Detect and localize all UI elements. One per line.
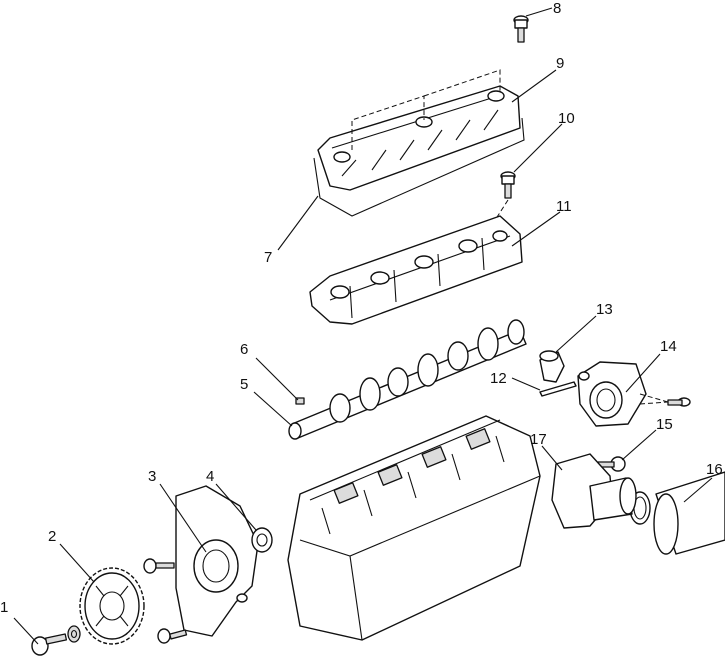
elbow-fitting xyxy=(539,350,565,383)
callout-13: 13 xyxy=(596,301,613,318)
sprocket-washer xyxy=(67,625,81,643)
distributor-housing xyxy=(577,361,647,427)
callout-4: 4 xyxy=(206,468,214,485)
coolant-outlet xyxy=(551,453,637,529)
callout-5: 5 xyxy=(240,376,248,393)
callout-7: 7 xyxy=(264,249,272,266)
callout-3: 3 xyxy=(148,468,156,485)
callout-8: 8 xyxy=(553,0,561,17)
valve-cover xyxy=(317,85,521,191)
sprocket-bolt xyxy=(31,633,68,656)
callout-11: 11 xyxy=(556,198,572,215)
callout-12: 12 xyxy=(490,370,507,387)
timing-belt-rear-cover xyxy=(175,485,259,637)
callout-14: 14 xyxy=(660,338,677,355)
housing-bolt xyxy=(667,397,691,407)
camshaft-sprocket xyxy=(79,567,145,645)
camshaft-oil-seal xyxy=(251,527,273,553)
woodruff-key xyxy=(295,397,305,405)
cover-bolt xyxy=(513,15,529,43)
dowel-pin xyxy=(539,381,577,397)
callout-10: 10 xyxy=(558,110,575,127)
callout-2: 2 xyxy=(48,528,56,545)
bearing-cap-bolt xyxy=(500,171,516,199)
callout-15: 15 xyxy=(656,416,673,433)
callout-6: 6 xyxy=(240,341,248,358)
camshaft-bearing-frame xyxy=(309,215,523,325)
cylinder-head xyxy=(287,415,541,641)
callout-17: 17 xyxy=(530,431,547,448)
camshaft xyxy=(288,319,527,440)
callout-9: 9 xyxy=(556,55,564,72)
callout-16: 16 xyxy=(706,461,723,478)
coolant-hose xyxy=(653,471,725,555)
outlet-bolt xyxy=(597,456,626,472)
cover-bolt-lower xyxy=(157,628,188,644)
leader-lines xyxy=(13,7,713,645)
valve-cover-gasket xyxy=(313,117,525,217)
callout-labels: 1 2 3 4 5 6 7 8 9 10 11 12 13 14 15 16 1… xyxy=(0,0,723,616)
cover-bolt-upper xyxy=(143,558,175,574)
callout-1: 1 xyxy=(0,599,8,616)
